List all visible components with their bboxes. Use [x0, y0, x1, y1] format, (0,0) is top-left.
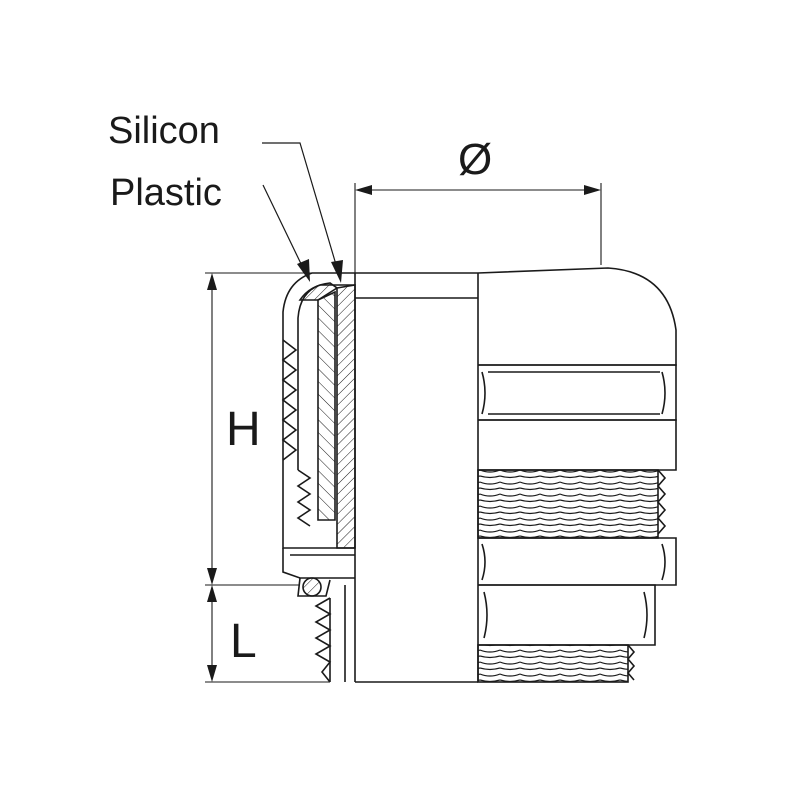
silicon-label: Silicon — [108, 110, 220, 152]
leader-silicon — [262, 142, 343, 283]
length-label: L — [230, 615, 257, 668]
central-bore — [354, 272, 479, 683]
plastic-label: Plastic — [110, 172, 222, 214]
exterior-view — [477, 267, 677, 683]
dimension-l — [205, 585, 330, 683]
dimension-diameter — [354, 183, 602, 275]
height-label: H — [226, 403, 261, 456]
cross-section-half — [281, 272, 356, 683]
diameter-label: Ø — [458, 135, 493, 184]
leader-plastic — [262, 184, 310, 282]
